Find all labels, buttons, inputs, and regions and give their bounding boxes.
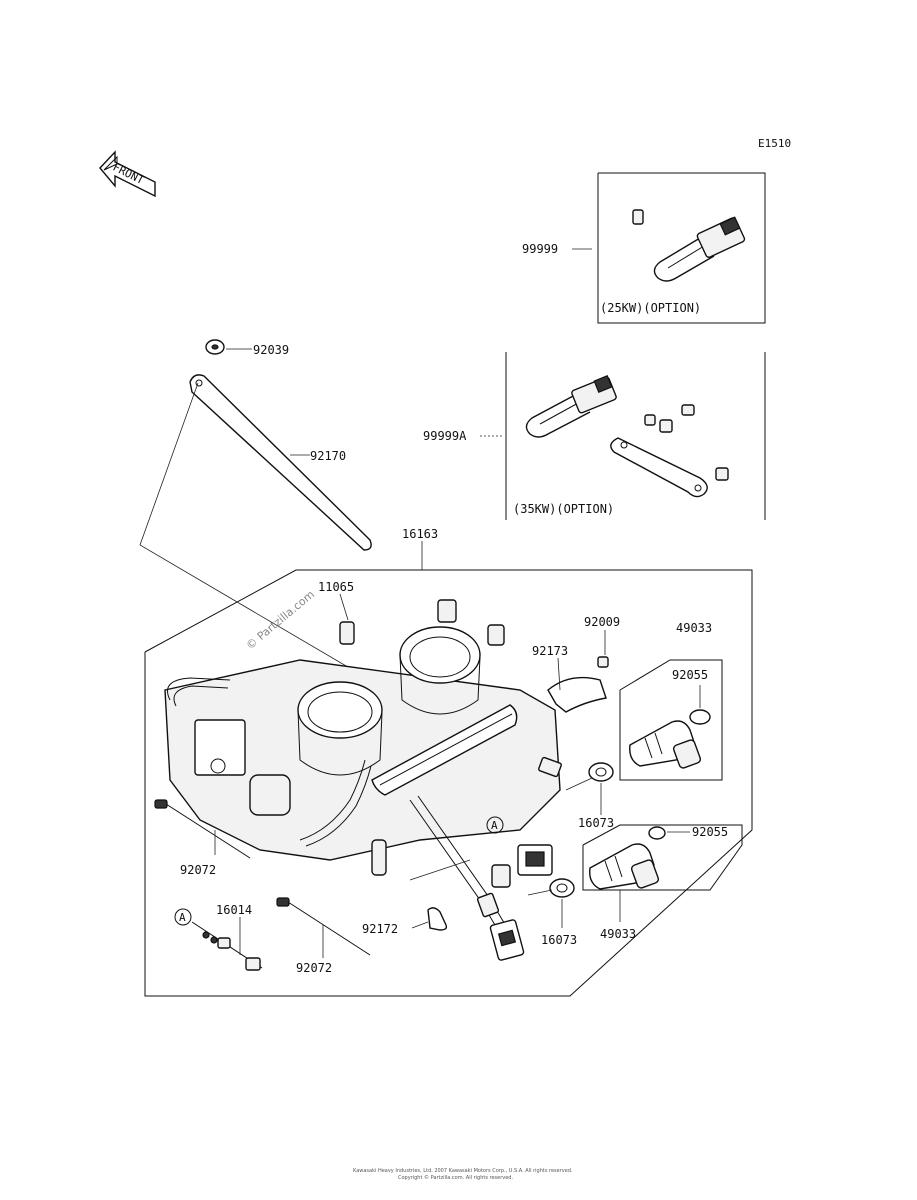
callout-92055-top: 92055 [672,668,708,682]
marker-a-main-label: A [491,819,498,832]
marker-a-main [486,816,504,834]
callout-92170: 92170 [310,449,346,463]
callout-49033-top: 49033 [676,621,712,635]
marker-a-inset [174,908,192,926]
diagram-code: E1510 [758,137,791,150]
callout-92072-left: 92072 [180,863,216,877]
callout-92055-bottom: 92055 [692,825,728,839]
cable-tie-left [154,799,251,859]
callout-99999A: 99999A [423,429,467,443]
option-25kw-label: (25KW)(OPTION) [600,301,701,315]
front-arrow-icon: FRONT [99,150,156,198]
main-assembly-box [144,569,753,997]
injector-top [629,720,702,769]
callout-92173: 92173 [532,644,568,658]
option-25kw-box: (25KW)(OPTION) [597,172,766,324]
throttle-body [164,599,562,961]
callout-16073-bottom: 16073 [541,933,577,947]
callout-11065: 11065 [318,580,354,594]
option-35kw-label: (35KW)(OPTION) [513,502,614,516]
callout-16073-top: 16073 [578,816,614,830]
callout-92039: 92039 [253,343,289,357]
footer-line-1: Kawasaki Heavy Industries, Ltd. 2007 Kaw… [353,1168,573,1174]
callout-49033-bottom: 49033 [600,927,636,941]
callout-16014: 16014 [216,903,252,917]
strap-assembly [189,339,372,551]
callout-16163: 16163 [402,527,438,541]
callout-99999: 99999 [522,242,558,256]
screw-assembly-16014 [191,921,263,971]
injector-bottom [589,843,660,890]
marker-a-inset-label: A [179,911,186,924]
injector-top-box [619,659,723,781]
callout-92072-bottom: 92072 [296,961,332,975]
cable-tie-bottom [276,897,371,956]
callout-92009: 92009 [584,615,620,629]
injector-bottom-box [582,824,743,891]
footer-line-2: Copyright © Partzilla.com. All rights re… [398,1174,513,1181]
option-35kw-box: (35KW)(OPTION) [505,352,766,520]
callout-92172: 92172 [362,922,398,936]
